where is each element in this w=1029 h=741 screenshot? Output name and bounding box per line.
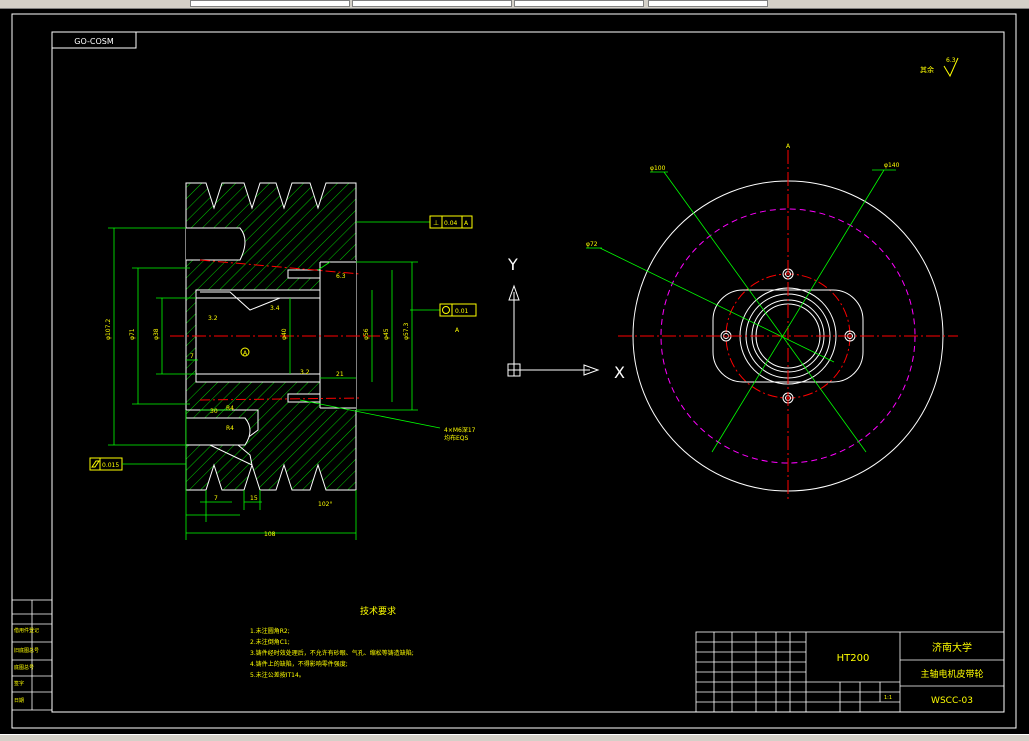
svg-text:φ38: φ38 xyxy=(153,328,160,340)
svg-text:φ40: φ40 xyxy=(281,328,288,340)
front-dim-texts: φ100 φ140 φ72 A xyxy=(586,143,900,248)
svg-text:102°: 102° xyxy=(318,501,332,508)
svg-text:A: A xyxy=(455,327,460,334)
inner-frame xyxy=(51,31,1005,713)
drawing-svg: GO-COSM 其余 6.3 xyxy=(11,13,1017,729)
svg-text:A: A xyxy=(243,350,248,357)
svg-text:30: 30 xyxy=(210,408,218,415)
side-table-texts: 借用件登记 旧底图总号 底图总号 签字 日期 xyxy=(14,627,39,704)
svg-text:φ100: φ100 xyxy=(650,165,666,172)
part-name: 主轴电机皮带轮 xyxy=(920,668,983,680)
tech-req-item: 2.未注倒角C1; xyxy=(250,638,290,646)
svg-text:15: 15 xyxy=(250,495,258,502)
section-view xyxy=(170,182,380,491)
flatness-icon xyxy=(91,460,100,468)
svg-text:R4: R4 xyxy=(226,405,234,412)
svg-text:4×M6深17: 4×M6深17 xyxy=(444,426,476,434)
material-label: HT200 xyxy=(837,653,870,664)
svg-text:φ107.2: φ107.2 xyxy=(105,319,112,340)
svg-text:φ56: φ56 xyxy=(363,328,370,340)
technical-requirements: 技术要求 1.未注圆角R2; 2.未注倒角C1; 3.铸件经时效处理后，不允许有… xyxy=(250,605,414,679)
toolbar-field-3[interactable] xyxy=(514,0,644,7)
svg-text:底图总号: 底图总号 xyxy=(14,664,34,671)
drawing-code: GO-COSM xyxy=(74,37,114,46)
svg-text:旧底图总号: 旧底图总号 xyxy=(14,647,39,654)
front-view xyxy=(618,150,958,500)
status-strip xyxy=(0,734,1029,741)
drawing-code-box xyxy=(51,31,137,49)
svg-text:A: A xyxy=(464,220,469,227)
toolbar-field-1[interactable] xyxy=(190,0,350,7)
svg-text:签字: 签字 xyxy=(14,680,24,687)
svg-text:A: A xyxy=(786,143,791,150)
section-dim-texts: φ107.2 φ71 φ38 φ40 φ56 φ45 φ57.3 7 21 30… xyxy=(105,273,476,538)
toolbar-field-2[interactable] xyxy=(352,0,512,7)
perp-icon: ⊥ xyxy=(433,219,439,227)
roughness-other-label: 其余 xyxy=(920,65,934,74)
roundness-icon xyxy=(442,306,450,314)
svg-text:7: 7 xyxy=(190,353,194,360)
roughness-value: 6.3 xyxy=(946,57,956,64)
drawing-number: WSCC-03 xyxy=(931,696,973,706)
roughness-symbol-icon xyxy=(943,57,959,78)
svg-text:φ45: φ45 xyxy=(383,328,390,340)
tech-req-item: 4.铸件上的缺陷，不得影响零件强度; xyxy=(250,660,348,668)
ucs-x-label: X xyxy=(614,363,625,382)
svg-text:3.4: 3.4 xyxy=(270,305,280,312)
toolbar-field-4[interactable] xyxy=(648,0,768,7)
tech-req-item: 3.铸件经时效处理后，不允许有砂眼、气孔、缩松等铸造缺陷; xyxy=(250,649,414,657)
cad-drawing-canvas[interactable]: GO-COSM 其余 6.3 xyxy=(0,9,1029,734)
svg-text:φ72: φ72 xyxy=(586,241,598,248)
title-block-texts: HT200 济南大学 主轴电机皮带轮 WSCC-03 1:1 xyxy=(837,641,984,706)
outer-frame xyxy=(11,13,1017,729)
tech-req-item: 5.未注公差按IT14。 xyxy=(250,671,305,679)
side-table xyxy=(11,599,53,711)
section-dimensions xyxy=(108,221,441,540)
svg-text:φ57.3: φ57.3 xyxy=(403,323,410,341)
svg-text:均布EQS: 均布EQS xyxy=(444,434,469,442)
svg-text:借用件登记: 借用件登记 xyxy=(14,627,39,634)
title-block xyxy=(695,631,1005,713)
toolbar-strip xyxy=(0,0,1029,9)
svg-text:21: 21 xyxy=(336,371,344,378)
ucs-y-label: Y xyxy=(507,255,518,274)
svg-text:日期: 日期 xyxy=(14,698,24,704)
svg-text:3.2: 3.2 xyxy=(300,369,310,376)
svg-text:φ71: φ71 xyxy=(129,328,136,340)
tech-req-item: 1.未注圆角R2; xyxy=(250,627,290,635)
tolerance-frames: ⊥ 0.04 A 0.01 A 0.015 xyxy=(89,215,477,471)
svg-text:R4: R4 xyxy=(226,425,234,432)
front-dimensions xyxy=(586,169,896,453)
scale-value: 1:1 xyxy=(884,695,892,701)
svg-text:108: 108 xyxy=(264,531,276,538)
datum-marker-icon xyxy=(240,347,250,357)
svg-text:0.01: 0.01 xyxy=(455,308,469,315)
tech-req-title: 技术要求 xyxy=(360,605,396,617)
svg-text:3.2: 3.2 xyxy=(208,315,218,322)
svg-text:6.3: 6.3 xyxy=(336,273,346,280)
school-name: 济南大学 xyxy=(932,641,972,654)
svg-text:0.04: 0.04 xyxy=(444,220,458,227)
ucs-icon xyxy=(507,284,600,377)
svg-text:7: 7 xyxy=(214,495,218,502)
svg-text:0.015: 0.015 xyxy=(102,462,119,469)
svg-text:φ140: φ140 xyxy=(884,162,900,169)
